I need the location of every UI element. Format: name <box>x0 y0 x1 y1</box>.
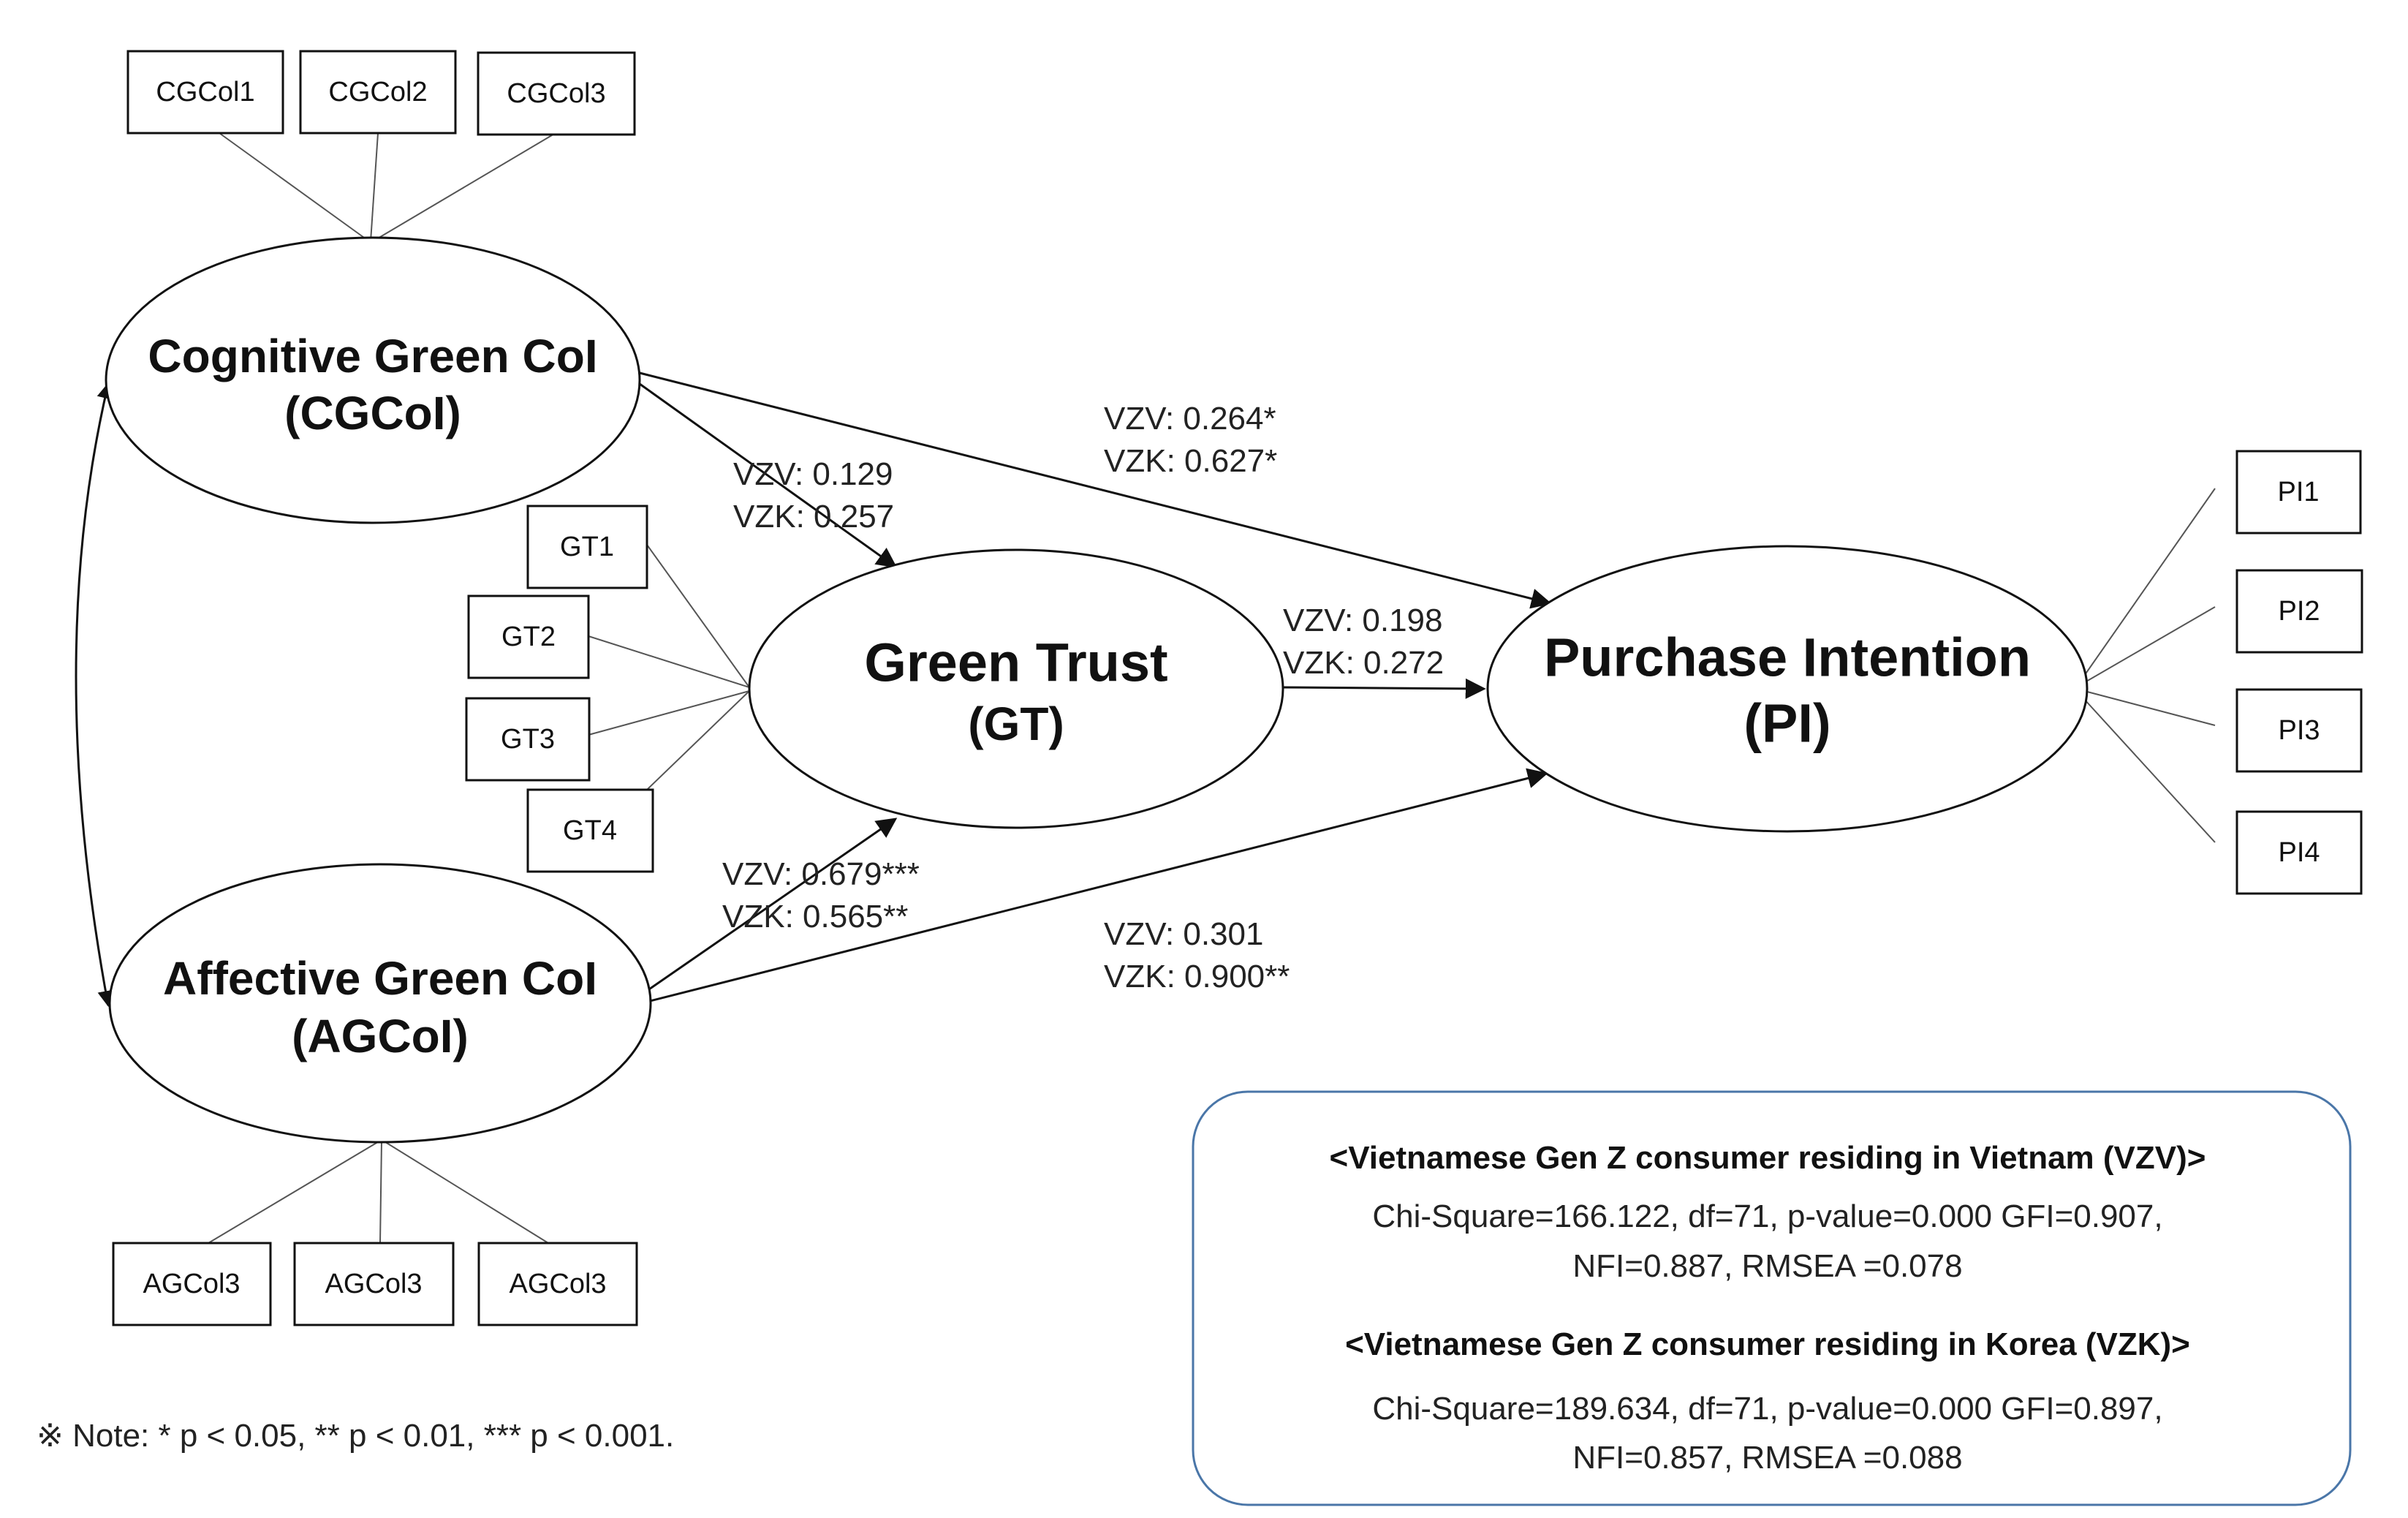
construct-agcol: Affective Green CoI (AGCoI) <box>108 863 652 1144</box>
model-fit-box: <Vietnamese Gen Z consumer residing in V… <box>1192 1090 2352 1506</box>
indicator-gt1: GT1 <box>526 505 648 589</box>
svg-text:AGCol3: AGCol3 <box>325 1269 422 1299</box>
path-gt-pi <box>1282 678 1486 699</box>
svg-text:VZV: 0.301: VZV: 0.301 <box>1104 916 1264 952</box>
svg-text:GT3: GT3 <box>501 724 555 755</box>
coef-agcol-pi: VZV: 0.301 VZK: 0.900** <box>1104 916 1290 994</box>
svg-text:CGCol1: CGCol1 <box>156 77 254 107</box>
indicator-agcol-3: AGCol3 <box>477 1242 638 1326</box>
svg-text:Affective Green CoI: Affective Green CoI <box>163 952 597 1005</box>
indicator-pi3: PI3 <box>2235 688 2363 773</box>
agcol-indicator-lines <box>208 1140 549 1244</box>
svg-text:(CGCoI): (CGCoI) <box>284 387 461 439</box>
svg-text:PI1: PI1 <box>2277 477 2319 507</box>
svg-text:VZK: 0.565**: VZK: 0.565** <box>722 899 908 934</box>
svg-text:VZV: 0.129: VZV: 0.129 <box>733 456 893 492</box>
indicator-gt3: GT3 <box>465 697 591 782</box>
svg-text:PI3: PI3 <box>2278 715 2320 746</box>
fit-vzk-line2: NFI=0.857, RMSEA =0.088 <box>1572 1440 1962 1476</box>
svg-text:CGCol3: CGCol3 <box>507 78 605 109</box>
svg-text:(AGCoI): (AGCoI) <box>292 1010 469 1062</box>
coef-cgcol-gt: VZV: 0.129 VZK: 0.257 <box>733 456 894 535</box>
fit-vzv-line2: NFI=0.887, RMSEA =0.078 <box>1572 1248 1962 1284</box>
svg-text:(GT): (GT) <box>968 698 1064 750</box>
indicator-pi1: PI1 <box>2235 450 2362 535</box>
svg-text:Purchase Intention: Purchase Intention <box>1544 627 2031 688</box>
indicator-pi2: PI2 <box>2235 569 2363 654</box>
path-cgcol-gt <box>639 382 898 568</box>
svg-text:VZK: 0.627*: VZK: 0.627* <box>1104 443 1277 479</box>
indicator-gt2: GT2 <box>467 594 590 679</box>
svg-text:VZV: 0.679***: VZV: 0.679*** <box>722 856 920 892</box>
svg-text:PI4: PI4 <box>2278 837 2320 868</box>
svg-text:CGCol2: CGCol2 <box>328 77 427 107</box>
coef-agcol-gt: VZV: 0.679*** VZK: 0.565** <box>722 856 920 934</box>
indicator-cgcol1: CGCol1 <box>126 50 284 135</box>
pi-indicator-lines <box>2075 488 2216 843</box>
svg-text:VZK: 0.257: VZK: 0.257 <box>733 499 894 535</box>
indicator-cgcol2: CGCol2 <box>299 50 457 135</box>
cgcol-indicator-lines <box>219 132 556 242</box>
svg-text:Green Trust: Green Trust <box>864 632 1167 693</box>
construct-cgcol: Cognitive Green CoI (CGCoI) <box>105 236 641 524</box>
svg-text:Cognitive Green CoI: Cognitive Green CoI <box>148 330 597 382</box>
fit-vzv-line1: Chi-Square=166.122, df=71, p-value=0.000… <box>1372 1198 2162 1234</box>
svg-text:(PI): (PI) <box>1743 693 1830 754</box>
svg-text:GT1: GT1 <box>560 532 614 562</box>
svg-text:PI2: PI2 <box>2278 596 2320 627</box>
covariance-arrow <box>75 382 114 1008</box>
path-agcol-gt <box>646 817 898 992</box>
indicator-gt4: GT4 <box>526 788 654 873</box>
indicator-pi4: PI4 <box>2235 810 2363 895</box>
coef-gt-pi: VZV: 0.198 VZK: 0.272 <box>1283 603 1444 681</box>
svg-text:VZV: 0.264*: VZV: 0.264* <box>1104 401 1276 437</box>
fit-vzv-title: <Vietnamese Gen Z consumer residing in V… <box>1330 1140 2206 1176</box>
svg-text:AGCol3: AGCol3 <box>143 1269 240 1299</box>
svg-text:GT2: GT2 <box>501 622 556 652</box>
svg-text:VZK: 0.272: VZK: 0.272 <box>1283 645 1444 681</box>
gt-indicator-lines <box>588 544 750 790</box>
construct-pi: Purchase Intention (PI) <box>1486 545 2089 833</box>
construct-gt: Green Trust (GT) <box>748 548 1284 829</box>
indicator-agcol-2: AGCol3 <box>293 1242 455 1326</box>
path-agcol-pi <box>646 768 1548 1003</box>
svg-text:VZV: 0.198: VZV: 0.198 <box>1283 603 1443 638</box>
indicator-agcol-1: AGCol3 <box>112 1242 272 1326</box>
svg-text:GT4: GT4 <box>563 815 617 846</box>
svg-text:VZK: 0.900**: VZK: 0.900** <box>1104 959 1290 994</box>
indicator-cgcol3: CGCol3 <box>477 51 636 136</box>
significance-note: ※ Note: * p < 0.05, ** p < 0.01, *** p <… <box>37 1418 674 1454</box>
coef-cgcol-pi: VZV: 0.264* VZK: 0.627* <box>1104 401 1277 479</box>
fit-vzk-title: <Vietnamese Gen Z consumer residing in K… <box>1345 1326 2190 1362</box>
fit-vzk-line1: Chi-Square=189.634, df=71, p-value=0.000… <box>1372 1391 2162 1427</box>
path-cgcol-pi <box>639 371 1552 609</box>
svg-text:AGCol3: AGCol3 <box>509 1269 606 1299</box>
